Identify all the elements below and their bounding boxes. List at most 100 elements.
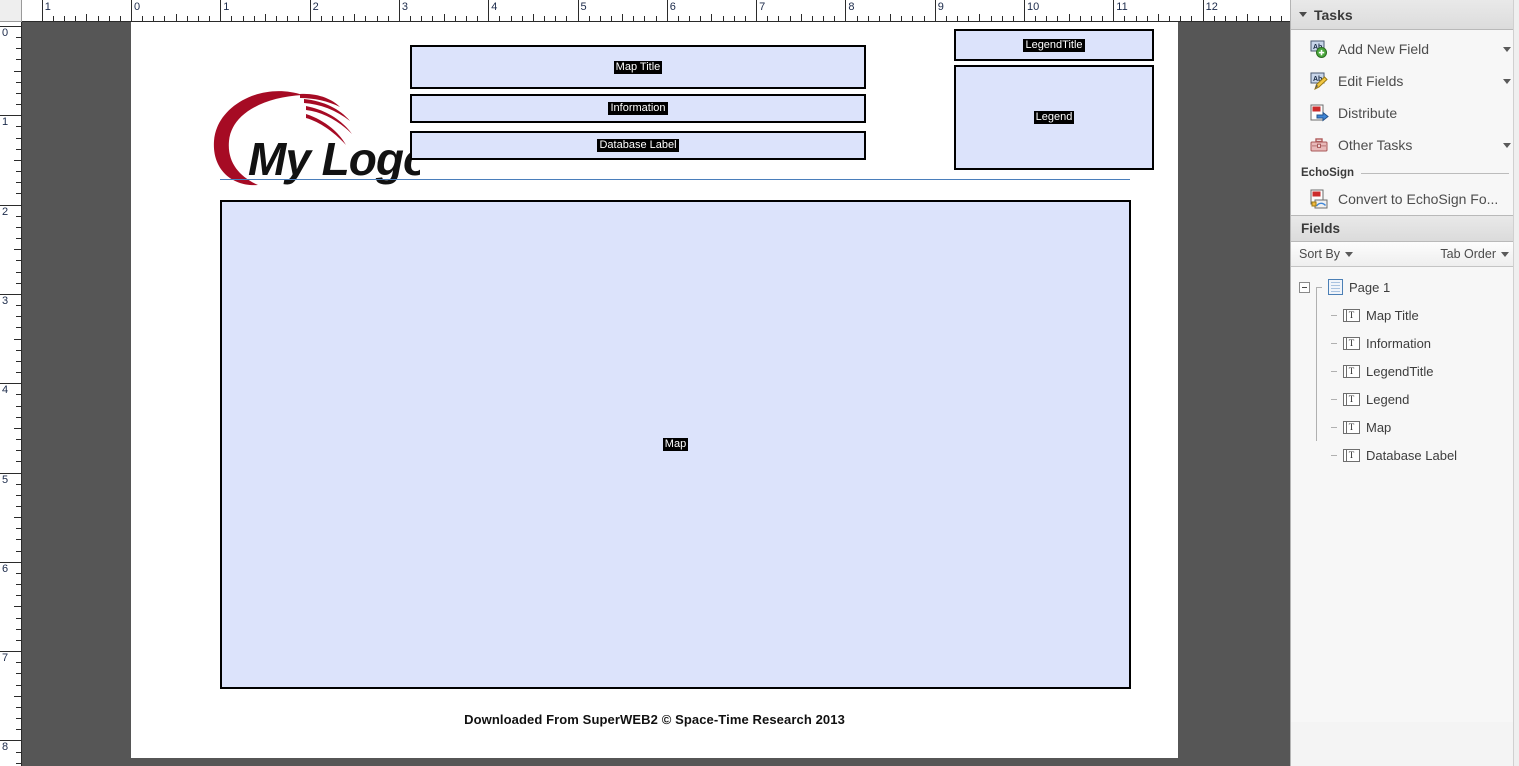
task-item-label: Edit Fields [1338,73,1404,89]
ruler-tick [16,48,21,50]
ruler-tick [1191,16,1193,21]
form-field-information[interactable]: Information [410,94,866,123]
ruler-tick [555,16,557,21]
task-item-edit-fields[interactable]: Ab Edit Fields [1291,65,1519,97]
ruler-tick [16,238,21,240]
fields-tree[interactable]: Page 1 Map Title Information LegendTitle [1291,267,1519,722]
ruler-tick [16,662,21,664]
ruler-tick [934,0,936,21]
ruler-tick [577,0,579,21]
ruler-tick [421,16,423,21]
form-field-database-label[interactable]: Database Label [410,131,866,160]
ruler-tick [901,16,903,21]
page-footer-text: Downloaded From SuperWEB2 © Space-Time R… [464,712,845,727]
ruler-number: 3 [401,1,409,13]
ruler-tick [923,16,925,21]
field-label: Database Label [597,139,679,152]
panel-scrollbar[interactable] [1513,0,1519,766]
fields-panel-header[interactable]: Fields [1291,215,1519,242]
ruler-number: 7 [759,1,766,13]
ruler-tick [298,16,300,21]
ruler-tick [264,14,266,21]
ruler-tick [499,16,501,21]
tree-node-database-label[interactable]: Database Label [1291,427,1519,469]
ruler-tick [800,14,802,21]
tree-node-label: Page 1 [1349,279,1391,295]
ruler-tick [16,639,21,641]
ruler-tick [477,16,479,21]
horizontal-ruler[interactable]: 1012345678910111213 [22,0,1290,22]
tree-node-legend-title[interactable]: LegendTitle [1291,343,1519,385]
ruler-tick [142,16,144,21]
ruler-tick [845,0,847,21]
document-workspace[interactable]: My Logo Map Title Information Database L… [22,22,1290,766]
tasks-panel-header[interactable]: Tasks [1291,0,1519,30]
ruler-tick [655,16,657,21]
tree-connector [1316,399,1317,427]
form-field-legend[interactable]: Legend [954,65,1154,170]
ruler-tick [1247,14,1249,21]
logo-graphic: My Logo [213,91,420,186]
chevron-down-icon[interactable] [1299,12,1307,17]
ruler-tick [1146,16,1148,21]
collapse-expander-icon[interactable] [1299,281,1310,293]
other-tasks-icon [1309,135,1329,155]
form-field-map-title[interactable]: Map Title [410,45,866,89]
form-field-map[interactable]: Map [220,200,1131,689]
task-item-label: Add New Field [1338,41,1430,57]
chevron-down-icon[interactable] [1501,251,1509,257]
sort-by-dropdown[interactable]: Sort By [1299,247,1353,261]
task-item-distribute[interactable]: Distribute [1291,97,1519,129]
ruler-tick [387,16,389,21]
ruler-tick [14,70,21,72]
tree-connector [1331,426,1337,428]
tree-connector [1331,454,1337,456]
task-item-add-new-field[interactable]: Ab Add New Field [1291,33,1519,65]
task-item-convert-to-echosign[interactable]: Convert to EchoSign Fo... [1291,183,1519,215]
tree-node-map[interactable]: Map [1291,399,1519,441]
ruler-tick [811,16,813,21]
ruler-tick [14,338,21,340]
tree-node-legend[interactable]: Legend [1291,371,1519,413]
ruler-tick [1024,0,1025,21]
ruler-tick [231,16,233,21]
ruler-tick [16,372,21,374]
ruler-tick [767,16,769,21]
ruler-tick [465,16,467,21]
ruler-tick [343,16,345,21]
ruler-tick [834,16,836,21]
ruler-number: 10 [1027,1,1040,13]
chevron-down-icon[interactable] [1345,251,1353,257]
ruler-tick [131,0,132,21]
ruler-tick [16,439,21,440]
ruler-tick [1068,14,1070,21]
chevron-down-icon[interactable] [1503,46,1511,52]
tree-connector [1316,343,1317,371]
ruler-tick [16,450,21,452]
ruler-tick [957,16,959,21]
document-page[interactable]: My Logo Map Title Information Database L… [131,22,1178,758]
ruler-number: 5 [2,473,9,486]
ruler-tick [197,16,199,21]
tree-node-page-1[interactable]: Page 1 [1291,273,1519,301]
tree-node-information[interactable]: Information [1291,315,1519,357]
distribute-icon [1309,103,1329,123]
ruler-number: 1 [44,1,51,13]
ruler-tick [16,271,21,273]
ruler-tick [16,584,21,586]
ruler-tick [354,14,356,21]
chevron-down-icon[interactable] [1503,78,1511,84]
tab-order-dropdown[interactable]: Tab Order [1440,247,1509,261]
ruler-tick [1079,16,1081,21]
ruler-corner [0,0,22,22]
ruler-tick [0,561,21,563]
ruler-tick [16,572,21,574]
ruler-tick [979,14,981,21]
tree-node-map-title[interactable]: Map Title [1291,287,1519,329]
ruler-number: 9 [937,1,944,13]
chevron-down-icon[interactable] [1503,142,1511,148]
ruler-tick [1213,16,1215,21]
task-item-other-tasks[interactable]: Other Tasks [1291,129,1519,161]
form-field-legend-title[interactable]: LegendTitle [954,29,1154,61]
